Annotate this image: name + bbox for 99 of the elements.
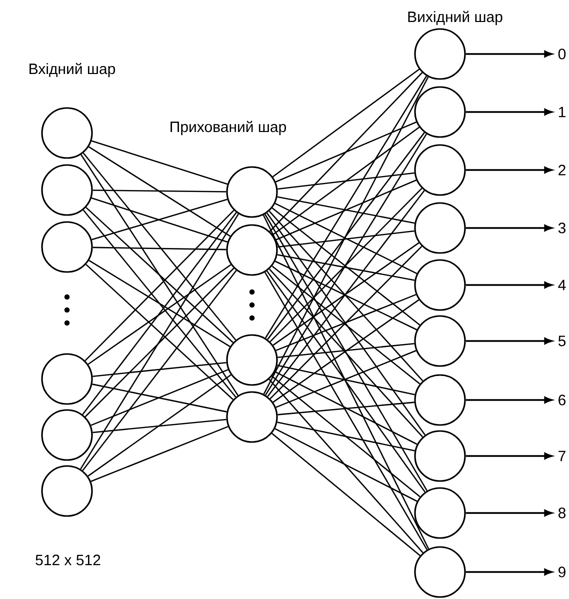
connection-line <box>267 190 425 397</box>
connection-line <box>278 230 414 248</box>
connection-line <box>278 402 414 416</box>
connection-line <box>263 76 429 394</box>
output-label: 4 <box>558 280 566 290</box>
connection-line <box>92 418 226 434</box>
connection-line <box>272 126 420 236</box>
output-label: 2 <box>558 164 566 176</box>
arrow <box>466 452 552 460</box>
connection-line <box>277 254 415 281</box>
connection-line <box>276 350 416 408</box>
connection-line <box>80 214 239 470</box>
connection-line <box>262 214 430 550</box>
connection-line <box>266 270 426 492</box>
connection-line <box>267 132 425 340</box>
connection-line <box>274 371 418 445</box>
output-label: 3 <box>558 222 566 234</box>
connection-line <box>88 374 232 477</box>
neuron-circle <box>41 353 93 405</box>
connection-line <box>91 140 228 185</box>
connection-line <box>88 146 231 237</box>
connection-line <box>92 190 226 192</box>
neuron-circle <box>414 546 466 598</box>
layer-label: Прихований шар <box>170 120 286 136</box>
arrow <box>466 166 552 174</box>
output-label: 7 <box>558 450 566 462</box>
connection-line <box>278 342 414 358</box>
connection-line <box>277 196 415 224</box>
neuron-circle <box>226 334 278 386</box>
connection-line <box>275 180 417 240</box>
arrow <box>466 282 552 288</box>
connection-line <box>92 246 226 250</box>
neuron-circle <box>226 166 278 218</box>
connection-line <box>80 154 238 396</box>
connection-line <box>272 242 420 346</box>
connection-line <box>272 68 420 178</box>
connection-line <box>272 376 420 498</box>
neuron-circle <box>414 430 466 482</box>
arrow <box>466 510 552 516</box>
neuron-circle <box>41 107 93 159</box>
connection-line <box>268 378 424 554</box>
connection-line <box>90 369 228 426</box>
connection-line <box>264 214 428 492</box>
connection-line <box>264 76 428 338</box>
connection-line <box>275 122 417 182</box>
neuron-circle <box>41 465 93 517</box>
output-label: 9 <box>558 566 566 578</box>
output-label: 1 <box>558 106 566 118</box>
output-label: 6 <box>558 394 566 406</box>
connection-line <box>90 426 228 482</box>
connection-line <box>276 294 416 352</box>
connection-line <box>272 266 420 384</box>
connection-line <box>272 432 420 556</box>
connection-line <box>268 210 424 382</box>
output-label: 0 <box>558 48 566 60</box>
layer-label: Вхідний шар <box>30 62 116 78</box>
connection-line <box>277 422 415 452</box>
connection-line <box>264 134 428 396</box>
neuron-circle <box>414 202 466 254</box>
neuron-circle <box>41 221 93 273</box>
connection-line <box>88 264 232 365</box>
layer-label: 512 x 512 <box>36 554 100 566</box>
connection-line <box>274 260 418 330</box>
arrow <box>466 224 552 232</box>
connection-line <box>92 384 227 412</box>
neuron-circle <box>414 28 466 80</box>
connection-line <box>274 428 418 502</box>
neuron-circle <box>414 315 466 367</box>
neuron-circle <box>226 224 278 276</box>
connection-line <box>82 270 237 471</box>
connection-line <box>277 364 415 396</box>
neuron-circle <box>41 164 93 216</box>
neuron-circle <box>414 374 466 426</box>
connection-line <box>278 172 414 190</box>
connection-line <box>82 152 236 340</box>
connection-line <box>88 260 230 348</box>
output-label: 5 <box>558 336 566 346</box>
neuron-circle <box>414 86 466 138</box>
arrow <box>466 568 552 576</box>
arrow <box>466 108 552 116</box>
connection-line <box>264 272 428 550</box>
neuron-circle <box>41 409 93 461</box>
connection-line <box>92 362 226 377</box>
connection-line <box>270 188 422 342</box>
connection-line <box>270 246 422 400</box>
arrow <box>466 338 552 344</box>
neuron-circle <box>226 391 278 443</box>
connection-line <box>274 202 418 274</box>
neuron-circle <box>414 144 466 196</box>
connection-line <box>272 299 420 403</box>
connection-line <box>272 208 420 326</box>
connection-line <box>269 72 423 232</box>
output-label: 8 <box>558 508 566 518</box>
arrow <box>466 396 552 404</box>
arrow <box>466 50 552 58</box>
connection-line <box>266 212 426 436</box>
neuron-circle <box>414 259 466 311</box>
neuron-circle <box>414 487 466 539</box>
connection-line <box>268 268 424 438</box>
